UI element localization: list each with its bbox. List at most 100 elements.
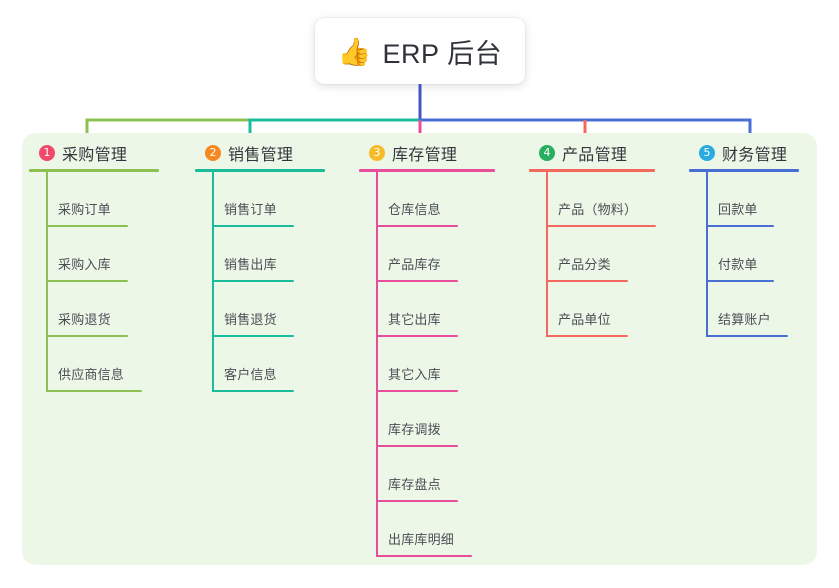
root-title: ERP 后台 [382, 38, 503, 69]
branch-underline [195, 169, 325, 172]
branch-item-underline [46, 335, 128, 337]
branch-header[interactable]: 5 财务管理 [682, 133, 822, 172]
branch-spine [546, 172, 548, 337]
branch-item[interactable]: 其它出库 [352, 282, 518, 337]
thumbs-up-icon: 👍 [337, 36, 372, 67]
branch-title: 销售管理 [228, 146, 294, 164]
branch-item[interactable]: 其它入库 [352, 337, 518, 392]
branch-item[interactable]: 仓库信息 [352, 172, 518, 227]
branch-header[interactable]: 2 销售管理 [188, 133, 348, 172]
branch-item[interactable]: 供应商信息 [22, 337, 182, 392]
branch-item-label: 出库库明细 [388, 532, 455, 547]
branch-item-underline [46, 280, 128, 282]
branch-item[interactable]: 采购退货 [22, 282, 182, 337]
branch-item-label: 产品库存 [388, 257, 441, 272]
branch-item-label: 销售订单 [224, 202, 277, 217]
branch-item-underline [376, 500, 458, 502]
branch-item-label: 付款单 [718, 257, 758, 272]
branch-column: 3 库存管理仓库信息产品库存其它出库其它入库库存调拨库存盘点出库库明细 [352, 133, 518, 557]
branch-columns: 1 采购管理采购订单采购入库采购退货供应商信息 2 销售管理销售订单销售出库销售退货客… [22, 133, 817, 565]
branch-item-label: 产品分类 [558, 257, 611, 272]
branch-item[interactable]: 销售退货 [188, 282, 348, 337]
branch-item[interactable]: 销售订单 [188, 172, 348, 227]
branch-item-label: 客户信息 [224, 367, 277, 382]
branch-item-list: 仓库信息产品库存其它出库其它入库库存调拨库存盘点出库库明细 [352, 172, 518, 557]
branch-item-label: 销售退货 [224, 312, 277, 327]
branch-item-underline [212, 335, 294, 337]
branch-item-underline [212, 280, 294, 282]
branch-item-underline [376, 445, 458, 447]
branch-item-underline [706, 335, 788, 337]
branch-item-label: 库存盘点 [388, 477, 441, 492]
branch-item-label: 采购退货 [58, 312, 111, 327]
branch-column: 1 采购管理采购订单采购入库采购退货供应商信息 [22, 133, 182, 392]
branch-item-label: 结算账户 [718, 312, 771, 327]
branch-item[interactable]: 结算账户 [682, 282, 822, 337]
branch-item-underline [546, 225, 656, 227]
branch-item[interactable]: 采购入库 [22, 227, 182, 282]
branch-item[interactable]: 付款单 [682, 227, 822, 282]
branch-item[interactable]: 回款单 [682, 172, 822, 227]
branch-item[interactable]: 产品分类 [522, 227, 678, 282]
branch-item-underline [376, 280, 458, 282]
branch-header[interactable]: 1 采购管理 [22, 133, 182, 172]
branches-panel [22, 133, 817, 565]
branch-underline [529, 169, 655, 172]
branch-item-underline [706, 225, 774, 227]
branch-item[interactable]: 产品（物料） [522, 172, 678, 227]
branch-spine [706, 172, 708, 337]
branch-item[interactable]: 出库库明细 [352, 502, 518, 557]
branch-item[interactable]: 客户信息 [188, 337, 348, 392]
branch-number-badge: 3 [369, 144, 385, 161]
branch-underline [29, 169, 159, 172]
branch-item-label: 产品（物料） [558, 202, 638, 217]
branch-item[interactable]: 产品单位 [522, 282, 678, 337]
root-node[interactable]: 👍 ERP 后台 [315, 18, 525, 84]
branch-title: 库存管理 [392, 146, 458, 164]
branch-number-badge: 1 [39, 144, 55, 161]
branch-item-label: 采购入库 [58, 257, 111, 272]
branch-title: 财务管理 [722, 146, 788, 164]
branch-spine [212, 172, 214, 392]
branch-item-label: 仓库信息 [388, 202, 441, 217]
branch-item-list: 回款单付款单结算账户 [682, 172, 822, 337]
branch-item[interactable]: 库存盘点 [352, 447, 518, 502]
branch-item-label: 回款单 [718, 202, 758, 217]
branch-item-underline [546, 335, 628, 337]
branch-item-underline [212, 225, 294, 227]
branch-item-list: 销售订单销售出库销售退货客户信息 [188, 172, 348, 392]
branch-item-underline [546, 280, 628, 282]
branch-item-underline [376, 225, 458, 227]
branch-item[interactable]: 采购订单 [22, 172, 182, 227]
branch-spine [46, 172, 48, 392]
branch-item-underline [46, 225, 128, 227]
branch-item-underline [376, 335, 458, 337]
branch-item[interactable]: 销售出库 [188, 227, 348, 282]
branch-item-underline [706, 280, 774, 282]
branch-item-underline [46, 390, 142, 392]
branch-column: 2 销售管理销售订单销售出库销售退货客户信息 [188, 133, 348, 392]
branch-spine [376, 172, 378, 557]
branch-item-underline [376, 555, 472, 557]
branch-item-label: 库存调拨 [388, 422, 441, 437]
branch-item-label: 供应商信息 [58, 367, 125, 382]
branch-item-list: 采购订单采购入库采购退货供应商信息 [22, 172, 182, 392]
branch-item-list: 产品（物料） 产品分类产品单位 [522, 172, 678, 337]
branch-underline [359, 169, 495, 172]
branch-item-label: 产品单位 [558, 312, 611, 327]
branch-header[interactable]: 3 库存管理 [352, 133, 518, 172]
branch-underline [689, 169, 799, 172]
branch-item-underline [376, 390, 458, 392]
branch-number-badge: 2 [205, 144, 221, 161]
branch-item-label: 销售出库 [224, 257, 277, 272]
branch-item-label: 其它入库 [388, 367, 441, 382]
branch-item[interactable]: 库存调拨 [352, 392, 518, 447]
branch-item-underline [212, 390, 294, 392]
branch-number-badge: 5 [699, 144, 715, 161]
branch-column: 5 财务管理回款单付款单结算账户 [682, 133, 822, 337]
branch-title: 采购管理 [62, 146, 128, 164]
branch-item[interactable]: 产品库存 [352, 227, 518, 282]
